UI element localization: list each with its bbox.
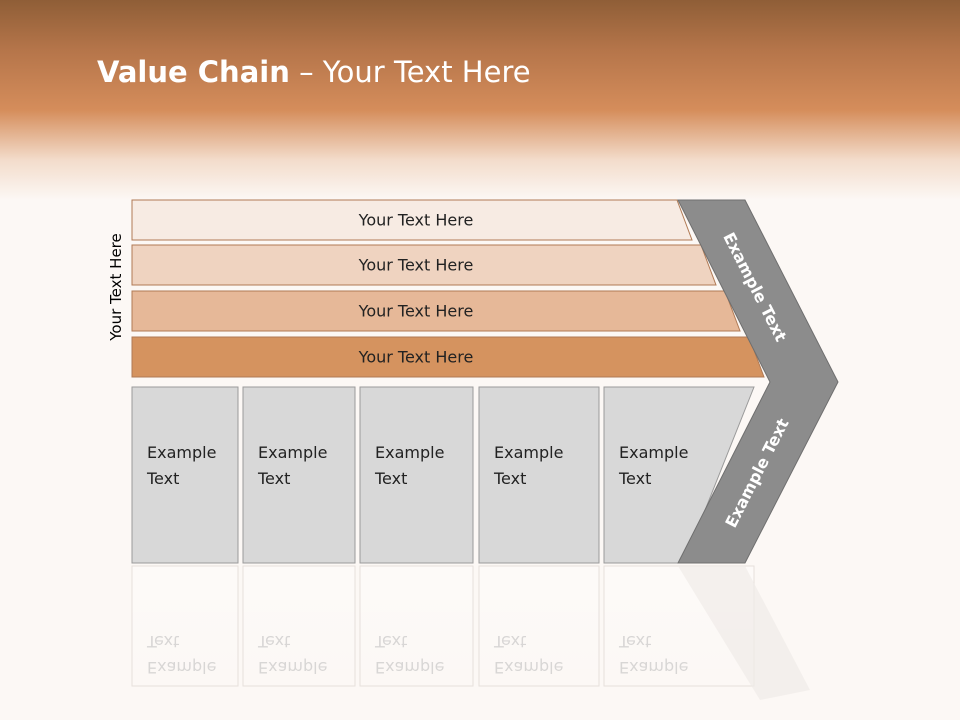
box-reflection-1 bbox=[131, 565, 239, 687]
title-rest: – Your Text Here bbox=[289, 55, 531, 89]
activity-box-line2: Text bbox=[619, 469, 652, 488]
process-bar-1 bbox=[131, 199, 693, 241]
box-reflection-2 bbox=[242, 565, 356, 687]
activity-box-line1: Example bbox=[494, 443, 564, 462]
activity-box-line2: Text bbox=[258, 469, 291, 488]
process-bar-label-2: Your Text Here bbox=[358, 255, 474, 275]
activity-box-line1: Example bbox=[147, 443, 217, 462]
process-bar-label-1: Your Text Here bbox=[358, 210, 474, 230]
chevron-reflection bbox=[678, 566, 810, 700]
process-bar-label-4: Your Text Here bbox=[358, 347, 474, 367]
process-bar-4 bbox=[131, 336, 765, 378]
activity-box-line2: Text bbox=[494, 469, 527, 488]
activity-box-2 bbox=[242, 386, 356, 564]
activity-box-1 bbox=[131, 386, 239, 564]
title-bold: Value Chain bbox=[97, 55, 290, 89]
box-reflection-4 bbox=[478, 565, 600, 687]
title-banner bbox=[0, 0, 960, 200]
activity-box-line1: Example bbox=[375, 443, 445, 462]
activity-box-line2: Text bbox=[375, 469, 408, 488]
process-bar-label-3: Your Text Here bbox=[358, 301, 474, 321]
activity-box-line2: Text bbox=[147, 469, 180, 488]
process-bar-3 bbox=[131, 290, 741, 332]
slide-title: Value Chain – Your Text Here bbox=[97, 55, 531, 89]
box-reflection-3 bbox=[359, 565, 474, 687]
activity-box-4 bbox=[478, 386, 600, 564]
activity-box-line1: Example bbox=[258, 443, 328, 462]
activity-box-3 bbox=[359, 386, 474, 564]
activity-box-line1: Example bbox=[619, 443, 689, 462]
margin-chevron bbox=[677, 199, 839, 564]
process-bar-2 bbox=[131, 244, 717, 286]
